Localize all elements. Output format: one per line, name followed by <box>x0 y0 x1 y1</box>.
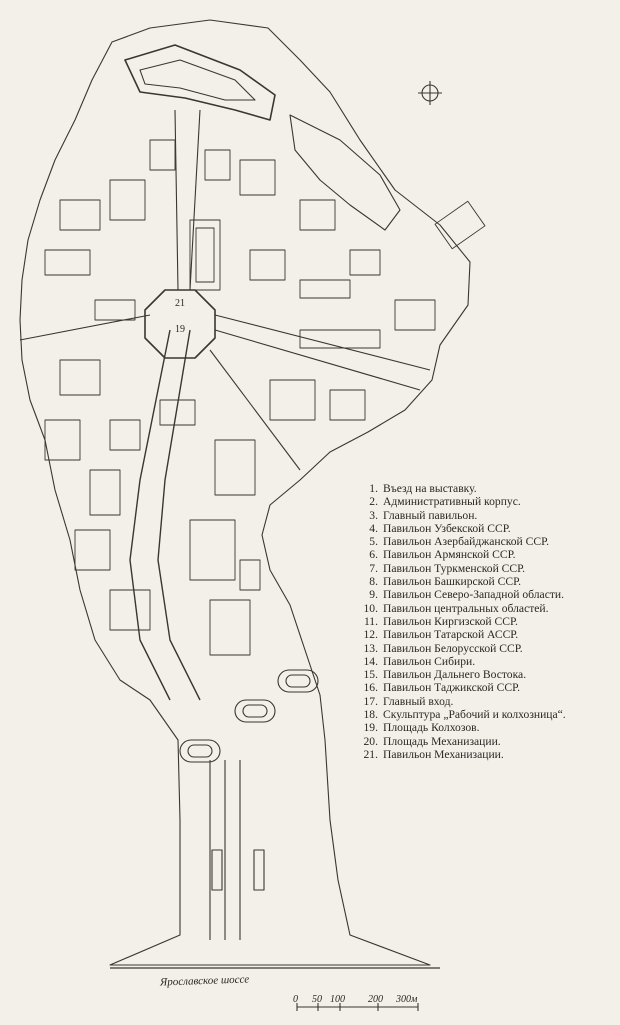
legend-item: 5. Павильон Азербайджанской ССР. <box>362 535 614 548</box>
legend-item: 11. Павильон Киргизской ССР. <box>362 615 614 628</box>
legend-item: 20. Площадь Механизации. <box>362 735 614 748</box>
legend-number: 11. <box>363 614 378 628</box>
avenue-north <box>174 109 179 291</box>
legend-number: 13. <box>363 641 379 655</box>
plaza-label-19: 19 <box>175 324 185 335</box>
legend-number: 7. <box>369 561 378 575</box>
legend-number: 19. <box>363 721 379 735</box>
site-outline <box>19 19 471 966</box>
scale-tick-50: 50 <box>312 994 322 1005</box>
legend-number: 17. <box>363 694 379 708</box>
scale-tick-300: 300м <box>396 994 418 1005</box>
scale-bar <box>296 1003 419 1011</box>
map-legend: 1. Въезд на выставку. 2. Административный к… <box>362 482 614 761</box>
legend-item: 14. Павильон Сибири. <box>362 655 614 668</box>
legend-item: 13. Павильон Белорусской ССР. <box>362 642 614 655</box>
legend-item: 10. Павильон центральных областей. <box>362 602 614 615</box>
legend-text: Главный вход. <box>383 694 454 708</box>
northeast-pond <box>289 114 401 231</box>
legend-number: 14. <box>363 654 379 668</box>
legend-text: Павильон Азербайджанской ССР. <box>383 535 550 549</box>
legend-text: Павильон Узбекской ССР. <box>383 521 511 535</box>
fountains <box>179 669 319 763</box>
plaza-label-21: 21 <box>175 298 185 309</box>
legend-text: Павильон Механизации. <box>383 747 504 761</box>
legend-item: 16. Павильон Таджикской ССР. <box>362 681 614 694</box>
legend-item: 4. Павильон Узбекской ССР. <box>362 522 614 535</box>
scale-tick-100: 100 <box>330 994 345 1005</box>
legend-text: Павильон центральных областей. <box>383 601 549 615</box>
legend-text: Административный корпус. <box>383 495 521 509</box>
legend-number: 9. <box>369 588 378 602</box>
legend-text: Павильон Северо-Западной области. <box>383 588 565 602</box>
legend-text: Павильон Дальнего Востока. <box>383 668 527 682</box>
legend-number: 10. <box>363 601 379 615</box>
legend-item: 18. Скульптура „Рабочий и колхозница“. <box>362 708 614 721</box>
legend-item: 21. Павильон Механизации. <box>362 748 614 761</box>
legend-item: 17. Главный вход. <box>362 695 614 708</box>
legend-number: 4. <box>369 521 378 535</box>
legend-item: 19. Площадь Колхозов. <box>362 721 614 734</box>
legend-item: 7. Павильон Туркменской ССР. <box>362 562 614 575</box>
legend-number: 15. <box>363 668 379 682</box>
legend-number: 12. <box>363 628 379 642</box>
legend-text: Скульптура „Рабочий и колхозница“. <box>383 708 566 722</box>
legend-number: 6. <box>369 548 378 562</box>
legend-text: Павильон Туркменской ССР. <box>383 561 526 575</box>
entrance-boulevard <box>209 760 265 940</box>
legend-item: 1. Въезд на выставку. <box>362 482 614 495</box>
legend-item: 8. Павильон Башкирской ССР. <box>362 575 614 588</box>
legend-text: Въезд на выставку. <box>383 482 477 495</box>
legend-item: 12. Павильон Татарской АССР. <box>362 628 614 641</box>
avenue-southeast <box>209 349 301 471</box>
legend-text: Главный павильон. <box>383 508 478 522</box>
legend-number: 5. <box>369 535 378 549</box>
legend-item: 9. Павильон Северо-Западной области. <box>362 588 614 601</box>
legend-text: Площадь Колхозов. <box>383 721 480 735</box>
legend-number: 21. <box>363 747 379 761</box>
legend-number: 20. <box>363 734 379 748</box>
legend-number: 16. <box>363 681 379 695</box>
legend-text: Павильон Армянской ССР. <box>383 548 516 562</box>
legend-item: 15. Павильон Дальнего Востока. <box>362 668 614 681</box>
legend-text: Площадь Механизации. <box>383 734 501 748</box>
legend-text: Павильон Сибири. <box>383 654 476 668</box>
legend-item: 2. Административный корпус. <box>362 495 614 508</box>
north-reservoir <box>124 44 276 121</box>
legend-text: Павильон Башкирской ССР. <box>383 575 521 589</box>
legend-text: Павильон Таджикской ССР. <box>383 681 521 695</box>
scale-tick-0: 0 <box>293 994 298 1005</box>
legend-item: 6. Павильон Армянской ССР. <box>362 548 614 561</box>
scale-tick-200: 200 <box>368 994 383 1005</box>
legend-number: 8. <box>369 575 378 589</box>
legend-number: 3. <box>369 508 378 522</box>
avenue-east <box>214 314 431 371</box>
legend-item: 3. Главный павильон. <box>362 509 614 522</box>
legend-text: Павильон Татарской АССР. <box>383 628 519 642</box>
legend-text: Павильон Киргизской ССР. <box>383 614 518 628</box>
avenue-west <box>19 314 151 341</box>
building-blocks <box>44 139 486 656</box>
legend-number: 18. <box>363 708 379 722</box>
legend-number: 1. <box>369 482 378 495</box>
compass-icon <box>418 81 442 105</box>
legend-text: Павильон Белорусской ССР. <box>383 641 523 655</box>
main-axis <box>129 329 171 701</box>
legend-number: 2. <box>369 495 378 509</box>
central-plaza <box>144 289 216 359</box>
